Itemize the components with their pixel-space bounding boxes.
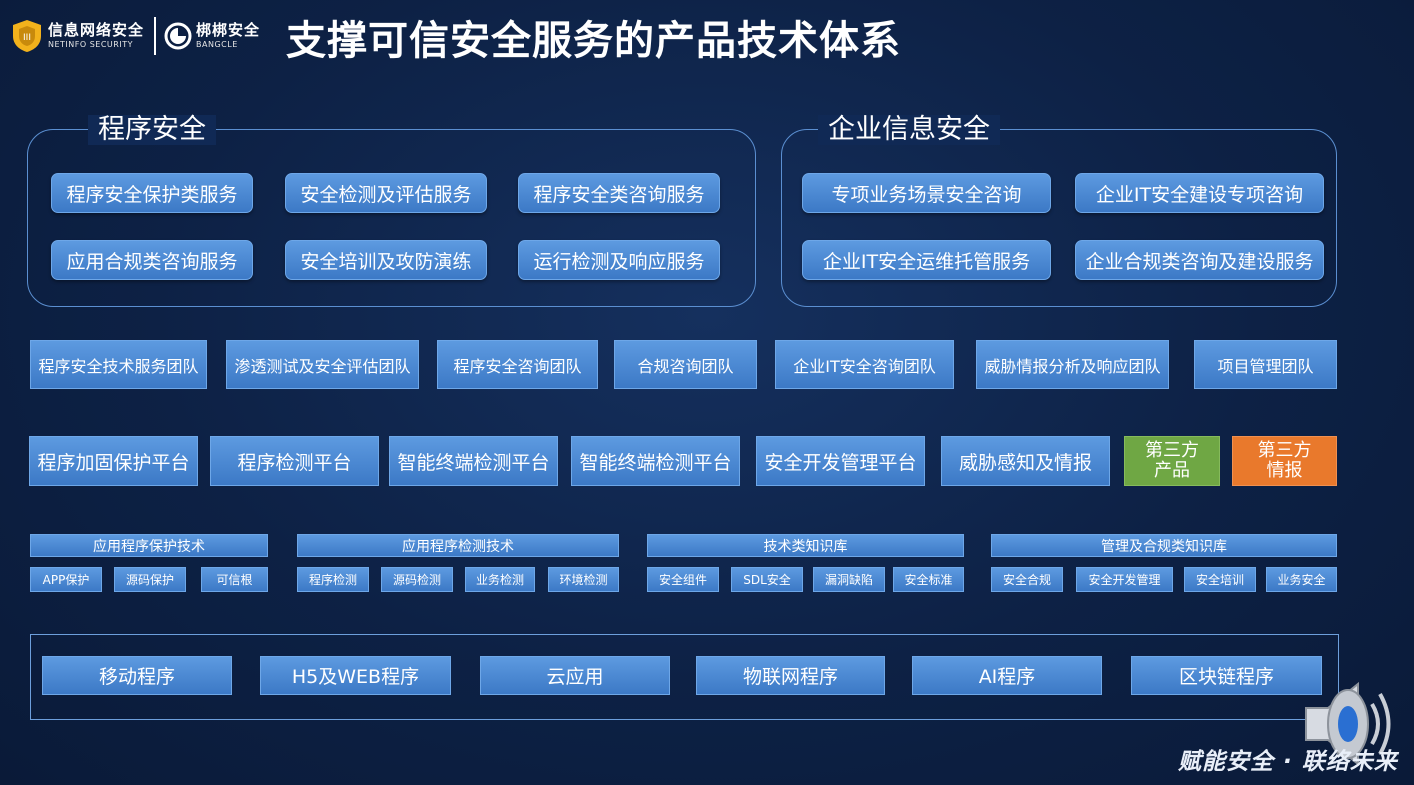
platform-6[interactable]: 威胁感知及情报 [941, 436, 1110, 486]
team-2[interactable]: 渗透测试及安全评估团队 [226, 340, 419, 389]
team-5[interactable]: 企业IT安全咨询团队 [775, 340, 954, 389]
tech-group-2-item-2[interactable]: 源码检测 [381, 567, 453, 592]
platform-3[interactable]: 智能终端检测平台 [389, 436, 558, 486]
logo1-name: 信息网络安全 [48, 21, 145, 39]
enterprise-service-1[interactable]: 专项业务场景安全咨询 [802, 173, 1051, 213]
platform-1[interactable]: 程序加固保护平台 [29, 436, 198, 486]
tech-group-3-item-3[interactable]: 漏洞缺陷 [813, 567, 885, 592]
team-1[interactable]: 程序安全技术服务团队 [30, 340, 207, 389]
third-party-product-line1: 第三方 [1145, 440, 1199, 461]
tech-group-2-item-4[interactable]: 环境检测 [548, 567, 619, 592]
bangcle-logo-icon [164, 22, 192, 50]
logo1-subtitle: NETINFO SECURITY [48, 40, 133, 49]
app-blockchain[interactable]: 区块链程序 [1131, 656, 1322, 695]
app-iot[interactable]: 物联网程序 [696, 656, 885, 695]
tech-group-3-item-2[interactable]: SDL安全 [731, 567, 803, 592]
program-service-4[interactable]: 应用合规类咨询服务 [51, 240, 253, 280]
enterprise-service-2[interactable]: 企业IT安全建设专项咨询 [1075, 173, 1324, 213]
third-party-product-line2: 产品 [1154, 460, 1190, 481]
enterprise-service-4[interactable]: 企业合规类咨询及建设服务 [1075, 240, 1324, 280]
watermark-slogan: 赋能安全 · 联络未来 [1178, 749, 1398, 775]
applications-frame [30, 634, 1339, 720]
third-party-intel-line2: 情报 [1266, 460, 1303, 481]
team-7[interactable]: 项目管理团队 [1194, 340, 1337, 389]
logo-divider [154, 17, 157, 55]
svg-text:III: III [23, 33, 31, 43]
tech-group-3-header[interactable]: 技术类知识库 [647, 534, 964, 557]
team-6[interactable]: 威胁情报分析及响应团队 [976, 340, 1169, 389]
program-service-5[interactable]: 安全培训及攻防演练 [285, 240, 487, 280]
program-security-group [27, 129, 756, 307]
platform-2[interactable]: 程序检测平台 [210, 436, 379, 486]
tech-group-2-header[interactable]: 应用程序检测技术 [297, 534, 619, 557]
tech-group-3-item-1[interactable]: 安全组件 [647, 567, 719, 592]
tech-group-3-item-4[interactable]: 安全标准 [893, 567, 964, 592]
tech-group-4-item-2[interactable]: 安全开发管理 [1076, 567, 1173, 592]
enterprise-service-3[interactable]: 企业IT安全运维托管服务 [802, 240, 1051, 280]
platform-4[interactable]: 智能终端检测平台 [571, 436, 740, 486]
tech-group-1-header[interactable]: 应用程序保护技术 [30, 534, 268, 557]
tech-group-4-item-3[interactable]: 安全培训 [1184, 567, 1256, 592]
logo2-text: 梆梆安全 BANGCLE [196, 23, 260, 49]
app-mobile[interactable]: 移动程序 [42, 656, 232, 695]
logo2-name: 梆梆安全 [196, 21, 261, 39]
program-service-1[interactable]: 程序安全保护类服务 [51, 173, 253, 213]
app-ai[interactable]: AI程序 [912, 656, 1102, 695]
program-service-6[interactable]: 运行检测及响应服务 [518, 240, 720, 280]
program-service-3[interactable]: 程序安全类咨询服务 [518, 173, 720, 213]
page-title: 支撑可信安全服务的产品技术体系 [286, 18, 901, 64]
tech-group-2-item-3[interactable]: 业务检测 [465, 567, 535, 592]
speaker-icon[interactable] [1300, 678, 1400, 770]
tech-group-1-item-1[interactable]: APP保护 [30, 567, 102, 592]
program-security-title: 程序安全 [88, 115, 216, 145]
logo1-text: 信息网络安全 NETINFO SECURITY [48, 23, 144, 49]
app-cloud[interactable]: 云应用 [480, 656, 670, 695]
tech-group-4-item-4[interactable]: 业务安全 [1266, 567, 1337, 592]
enterprise-security-group [781, 129, 1337, 307]
third-party-intel-line1: 第三方 [1257, 440, 1312, 461]
third-party-product[interactable]: 第三方 产品 [1124, 436, 1220, 486]
team-3[interactable]: 程序安全咨询团队 [437, 340, 598, 389]
shield-logo-icon: III [13, 20, 41, 52]
tech-group-4-item-1[interactable]: 安全合规 [991, 567, 1063, 592]
app-h5-web[interactable]: H5及WEB程序 [260, 656, 451, 695]
platform-5[interactable]: 安全开发管理平台 [756, 436, 925, 486]
enterprise-security-title: 企业信息安全 [818, 115, 1000, 145]
header-logos: III 信息网络安全 NETINFO SECURITY 梆梆安全 BANGCLE [10, 14, 260, 58]
third-party-intel[interactable]: 第三方 情报 [1232, 436, 1337, 486]
logo2-subtitle: BANGCLE [196, 40, 238, 49]
tech-group-4-header[interactable]: 管理及合规类知识库 [991, 534, 1337, 557]
tech-group-1-item-3[interactable]: 可信根 [201, 567, 268, 592]
team-4[interactable]: 合规咨询团队 [614, 340, 757, 389]
tech-group-1-item-2[interactable]: 源码保护 [114, 567, 186, 592]
tech-group-2-item-1[interactable]: 程序检测 [297, 567, 369, 592]
program-service-2[interactable]: 安全检测及评估服务 [285, 173, 487, 213]
